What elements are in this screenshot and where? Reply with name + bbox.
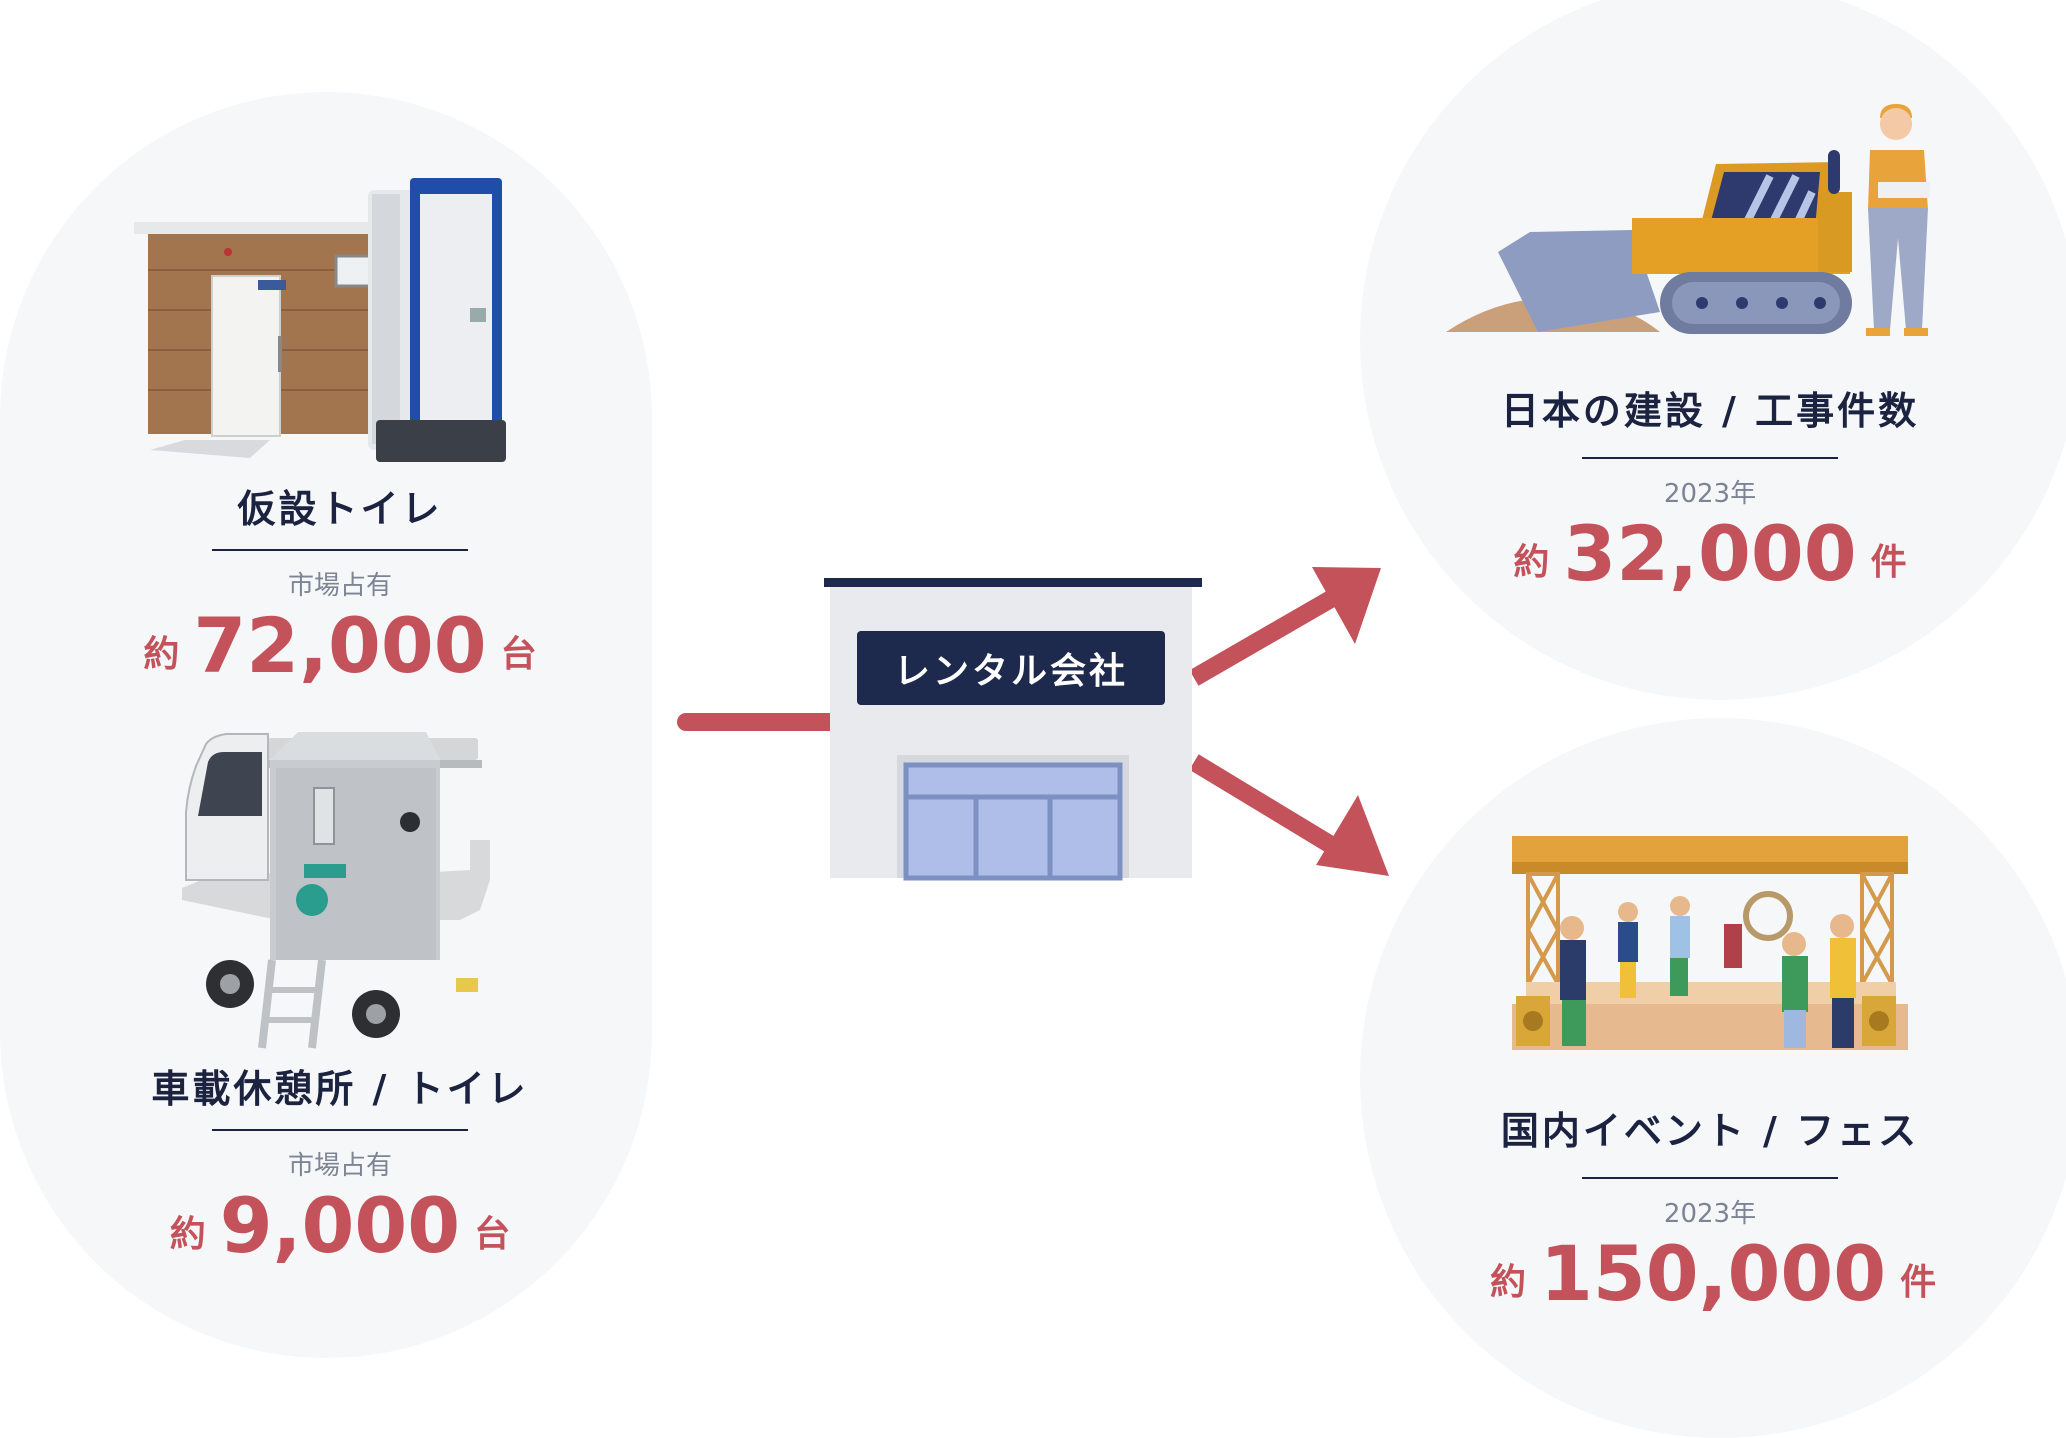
arrow-to-construction: [1189, 588, 1341, 686]
construction-title: 日本の建設 / 工事件数: [1500, 389, 1920, 433]
events-title: 国内イベント / フェス: [1500, 1109, 1920, 1153]
concert-stage-illustration: [1512, 836, 1908, 1050]
vehicle-rest-caption: 市場占有: [287, 1151, 392, 1181]
divider: [212, 1129, 468, 1131]
divider: [1582, 1177, 1838, 1179]
events-caption: 2023年: [1663, 1199, 1757, 1229]
arrow-to-events: [1189, 754, 1341, 856]
rental-company-building: [824, 578, 1202, 881]
company-label: レンタル会社: [893, 651, 1128, 692]
divider: [1582, 457, 1838, 459]
bulldozer-illustration: [1446, 104, 1930, 336]
temporary-toilet-caption: 市場占有: [287, 571, 392, 601]
divider: [212, 549, 468, 551]
temporary-toilet-title: 仮設トイレ: [237, 487, 443, 531]
kei-truck-photo: [182, 732, 490, 1049]
company-label-box: レンタル会社: [857, 631, 1165, 705]
vehicle-rest-title: 車載休憩所 / トイレ: [151, 1067, 529, 1111]
portable-toilet-photo: [134, 178, 506, 462]
construction-caption: 2023年: [1663, 479, 1757, 509]
construction-circle-background: [1360, 0, 2066, 700]
flow-arrows: [677, 567, 1389, 876]
